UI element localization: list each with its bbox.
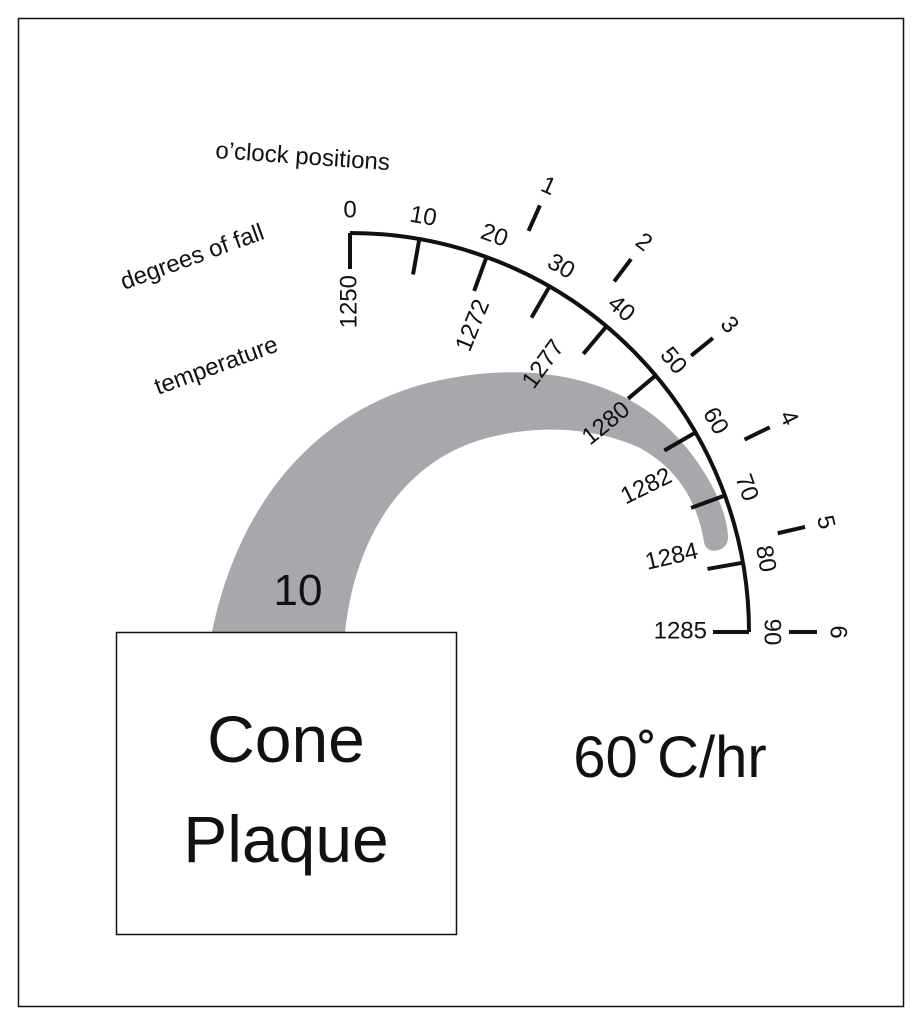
heading-clock: o’clock positions <box>215 137 391 176</box>
degree-scale-arc <box>349 231 751 633</box>
degree-tick <box>626 373 657 401</box>
clock-position-tick <box>689 336 715 358</box>
degree-label: 0 <box>343 196 356 223</box>
degree-label: 90 <box>759 619 786 646</box>
temperature-label: 1285 <box>654 617 707 644</box>
degree-tick <box>707 560 744 571</box>
clock-position-label: 4 <box>774 406 804 430</box>
degree-tick <box>472 256 489 292</box>
degree-tick <box>529 285 552 319</box>
clock-position-tick <box>526 204 542 232</box>
temperature-label: 1272 <box>450 296 495 356</box>
temperature-label: 1284 <box>643 537 701 575</box>
cone-number: 10 <box>274 566 323 615</box>
clock-position-tick <box>743 425 771 442</box>
degree-label: 80 <box>750 543 781 574</box>
clock-position-label: 1 <box>537 171 560 201</box>
temperature-label: 1282 <box>616 462 676 510</box>
bent-cone-shape <box>212 372 728 632</box>
degree-tick <box>663 430 697 453</box>
plaque-line-2: Plaque <box>183 802 389 876</box>
degree-tick <box>411 238 422 275</box>
clock-position-tick <box>777 524 806 536</box>
heading-temperature: temperature <box>151 331 282 401</box>
degree-label: 50 <box>654 342 692 380</box>
degree-label: 70 <box>729 470 764 504</box>
degree-tick <box>581 325 609 356</box>
degree-label: 60 <box>697 403 734 440</box>
degree-label: 10 <box>408 201 439 232</box>
clock-position-label: 5 <box>811 513 840 532</box>
degree-tick <box>690 493 726 510</box>
degree-label: 30 <box>543 248 580 285</box>
cone-plaque-box <box>115 631 458 936</box>
heating-rate: 60˚C/hr <box>573 725 766 790</box>
degree-label: 40 <box>602 290 640 328</box>
clock-position-label: 6 <box>825 625 852 638</box>
plaque-line-1: Cone <box>207 702 365 776</box>
frame-border <box>17 17 905 1008</box>
clock-position-label: 2 <box>630 227 657 257</box>
temperature-label: 1250 <box>335 275 362 328</box>
degree-label: 20 <box>477 218 511 253</box>
heading-degrees: degrees of fall <box>117 219 268 296</box>
clock-position-label: 3 <box>715 311 744 338</box>
clock-position-tick <box>612 257 633 283</box>
